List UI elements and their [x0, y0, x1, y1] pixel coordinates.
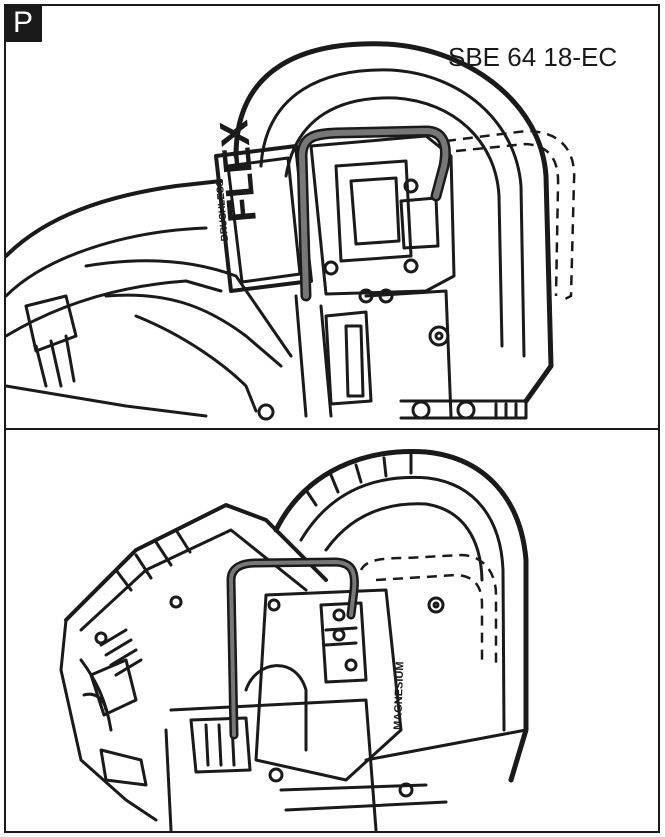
- figure-frame: [4, 4, 660, 833]
- hex-key-icon: [226, 557, 359, 740]
- bottom-panel: MAGNESIUM: [6, 430, 658, 831]
- wheel-housing-inner: [259, 68, 526, 358]
- brand-mark: FLEX: [212, 118, 265, 224]
- wheel-housing: [273, 449, 529, 783]
- saw-handle: [6, 179, 223, 258]
- model-label: SBE 64 18-EC: [448, 42, 618, 72]
- side-text-top: BRUSHLESS: [215, 179, 231, 242]
- side-text-bottom: MAGNESIUM: [392, 661, 406, 730]
- top-panel: FLEX BRUSHLESS: [6, 6, 658, 428]
- lower-slot: [324, 310, 373, 406]
- dashed-guide-outline: [445, 129, 576, 303]
- guide-mechanism: [309, 134, 456, 296]
- saw-handle: [64, 503, 328, 622]
- guide-mechanism: [254, 588, 403, 782]
- wheel-housing-rim: [284, 96, 504, 348]
- bottom-saw-illustration: MAGNESIUM: [59, 449, 529, 831]
- panel-divider: [4, 428, 660, 430]
- figure-badge: P: [4, 4, 42, 42]
- screw: [323, 260, 339, 276]
- dashed-guide-outline: [359, 553, 498, 665]
- screw: [403, 178, 419, 194]
- screw: [403, 258, 419, 274]
- top-saw-illustration: FLEX BRUSHLESS: [6, 41, 576, 421]
